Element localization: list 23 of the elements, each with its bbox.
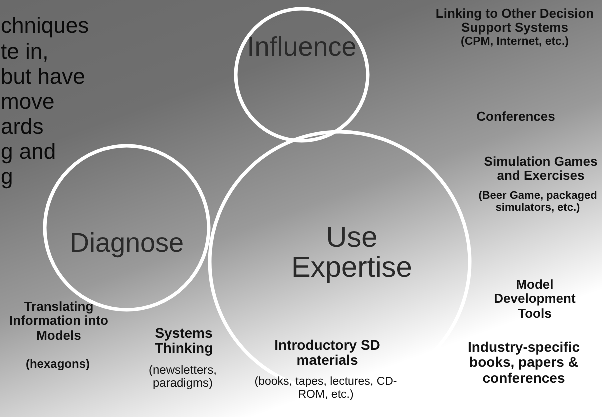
item-heading: Industry-specific books, papers & conferences — [466, 340, 582, 386]
item-heading: (Beer Game, packaged simulators, etc.) — [478, 190, 598, 214]
item-note: (books, tapes, lectures, CD-ROM, etc.) — [254, 376, 398, 402]
item-heading: Conferences — [476, 110, 556, 124]
cropped-paragraph-line: but have — [1, 65, 86, 90]
item-heading: (hexagons) — [24, 358, 91, 372]
cropped-paragraph-line: ards — [1, 115, 45, 140]
item-heading: Systems Thinking — [154, 326, 214, 357]
item-heading: Model Development Tools — [493, 278, 577, 321]
cropped-paragraph-line: g and — [1, 140, 58, 164]
item-heading: Simulation Games and Exercises — [483, 155, 599, 184]
item-heading: (CPM, Internet, etc.) — [460, 36, 570, 49]
cropped-paragraph-line: te in, — [1, 40, 50, 64]
item-heading: Introductory SD materials — [274, 338, 382, 369]
cropped-paragraph-line: move — [1, 90, 56, 114]
circle-label: Diagnose — [68, 229, 186, 258]
cropped-paragraph-line: chniques — [1, 14, 90, 38]
item-heading: Linking to Other Decision Support Systems — [434, 7, 596, 36]
cropped-paragraph-line: g — [1, 165, 14, 190]
item-note: (newsletters, paradigms) — [148, 364, 218, 390]
circle-label: Influence — [246, 33, 358, 62]
item-heading: Translating Information into Models — [8, 300, 110, 343]
circle-label: Use Expertise — [290, 223, 414, 284]
